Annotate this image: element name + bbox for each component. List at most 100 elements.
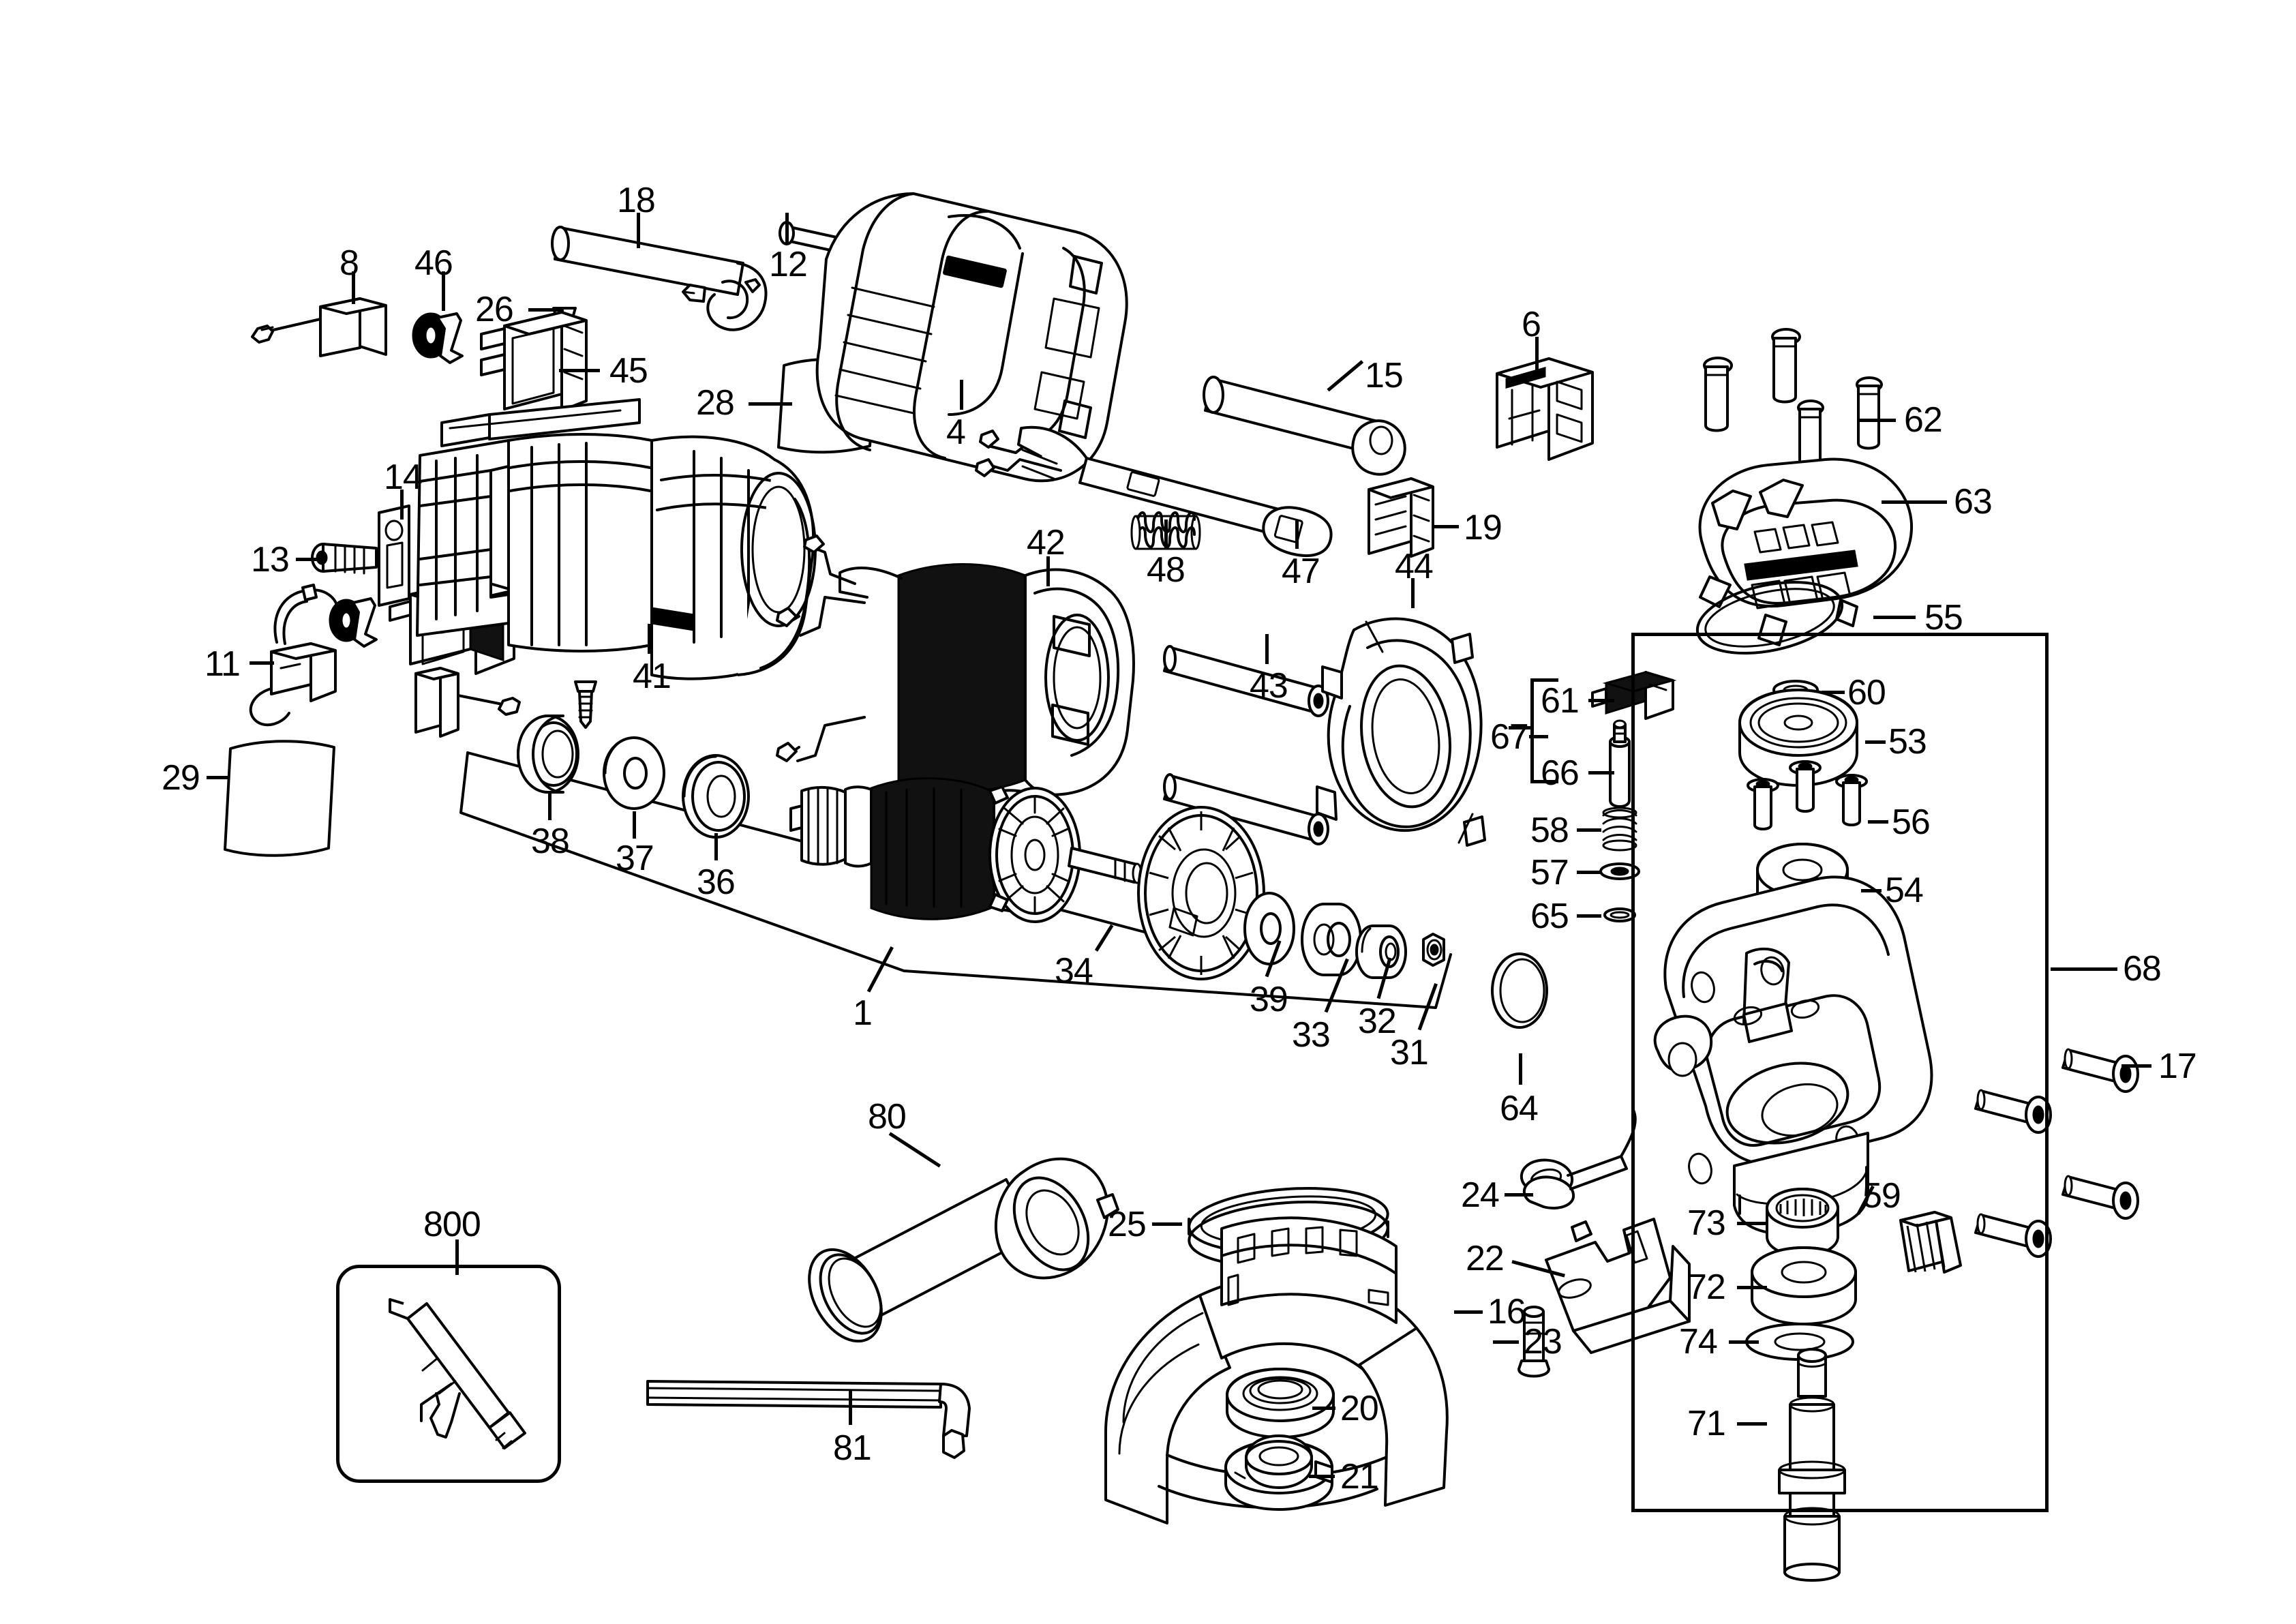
accessory-inset-box (336, 1265, 561, 1483)
leader-line-45 (559, 369, 600, 372)
callout-6: 6 (1522, 305, 1541, 344)
callout-53: 53 (1888, 722, 1927, 762)
part-81-hex-wrench (648, 1381, 969, 1458)
leader-line-74 (1729, 1340, 1759, 1344)
callout-33: 33 (1292, 1015, 1331, 1055)
part-armature (791, 779, 1141, 922)
callout-63: 63 (1954, 482, 1993, 522)
callout-64: 64 (1500, 1089, 1539, 1128)
leader-line-53 (1865, 740, 1886, 744)
leader-line-42 (1046, 556, 1050, 586)
callout-47: 47 (1282, 552, 1320, 591)
callout-65: 65 (1530, 897, 1569, 936)
leader-line-46 (442, 271, 445, 311)
part-72-spacer (1752, 1248, 1856, 1324)
callout-15: 15 (1365, 356, 1404, 395)
callout-26: 26 (475, 290, 514, 329)
leader-line-6 (1535, 337, 1539, 372)
leader-line-17 (2121, 1064, 2151, 1068)
part-21-flange-nut (1226, 1436, 1332, 1509)
callout-36: 36 (697, 862, 736, 902)
part-14-plate (379, 506, 409, 605)
part-6-connector (1497, 359, 1592, 460)
callout-56: 56 (1892, 802, 1931, 842)
part-4-end-cap (817, 194, 1127, 481)
part-20-inner-flange (1227, 1369, 1333, 1437)
leader-line-21 (1309, 1475, 1335, 1478)
callout-17: 17 (2158, 1047, 2197, 1086)
callout-11: 11 (205, 644, 241, 684)
leader-line-4 (960, 380, 963, 410)
part-63-top-cover (1700, 459, 1912, 645)
callout-12: 12 (769, 245, 808, 284)
leader-line-41 (648, 624, 651, 654)
part-43-bolts (1164, 646, 1328, 844)
leader-line-13 (296, 558, 322, 561)
brush-module-bracket (1530, 678, 1558, 783)
callout-68: 68 (2123, 949, 2162, 989)
callout-61: 61 (1541, 681, 1580, 721)
callout-37: 37 (616, 839, 654, 878)
part-71-spindle (1779, 1349, 1845, 1580)
leader-line-19 (1433, 525, 1459, 528)
callout-20: 20 (1340, 1389, 1379, 1428)
callout-21: 21 (1340, 1457, 1379, 1497)
leader-line-64 (1519, 1053, 1522, 1085)
part-66-brush (1610, 721, 1629, 807)
callout-39: 39 (1250, 980, 1288, 1019)
leader-line-12 (785, 213, 789, 244)
part-800-tool-inset (390, 1299, 525, 1448)
leader-line-43 (1265, 634, 1269, 664)
part-11-capacitor (251, 585, 338, 725)
callout-800: 800 (423, 1205, 481, 1244)
leader-line-56 (1868, 820, 1888, 824)
leader-line-73 (1737, 1222, 1767, 1225)
part-65-oring (1605, 909, 1635, 921)
callout-48: 48 (1147, 550, 1185, 590)
callout-62: 62 (1904, 400, 1943, 440)
part-17-socket-screws (1976, 1049, 2138, 1257)
part-19-terminal (1369, 479, 1433, 556)
part-42-field (777, 536, 1134, 795)
leader-line-61 (1588, 699, 1614, 702)
callout-46: 46 (414, 243, 453, 283)
part-33-washer (1302, 904, 1361, 975)
part-29-label (225, 741, 334, 856)
leader-line-23 (1493, 1340, 1519, 1344)
callout-45: 45 (609, 351, 648, 391)
part-16-guard (1106, 1218, 1447, 1523)
part-53-bearing (1740, 690, 1857, 785)
part-61-brush-cap (1592, 672, 1673, 719)
leader-line-71 (1737, 1422, 1767, 1426)
part-32-bushing (1357, 926, 1406, 978)
leader-line-67 (1529, 735, 1548, 738)
part-13-screw (312, 544, 376, 573)
leader-line-25 (1152, 1222, 1182, 1226)
callout-58: 58 (1530, 811, 1569, 850)
leader-line-800 (455, 1239, 459, 1275)
leader-line-55 (1873, 616, 1916, 619)
callout-67: 67 (1490, 717, 1529, 757)
part-56-screws (1748, 762, 1867, 829)
leader-line-68 (2051, 967, 2117, 971)
leader-line-72 (1737, 1286, 1767, 1289)
callout-8: 8 (339, 243, 359, 283)
leader-line-44 (1411, 578, 1415, 608)
gearcase-group-box (1631, 633, 2049, 1512)
callout-42: 42 (1027, 523, 1066, 562)
part-39-washer (1245, 893, 1294, 964)
callout-38: 38 (531, 822, 570, 861)
callout-73: 73 (1687, 1203, 1726, 1243)
callout-13: 13 (251, 540, 290, 580)
part-62-screws (1704, 329, 1882, 472)
part-45-switch (481, 312, 586, 410)
callout-41: 41 (633, 657, 671, 696)
part-36-bearing (683, 755, 749, 837)
leader-line-11 (250, 661, 274, 665)
callout-1: 1 (853, 993, 873, 1033)
leader-line-60 (1822, 691, 1845, 694)
part-18-wire-hook (552, 227, 766, 330)
leader-line-81 (849, 1391, 852, 1425)
